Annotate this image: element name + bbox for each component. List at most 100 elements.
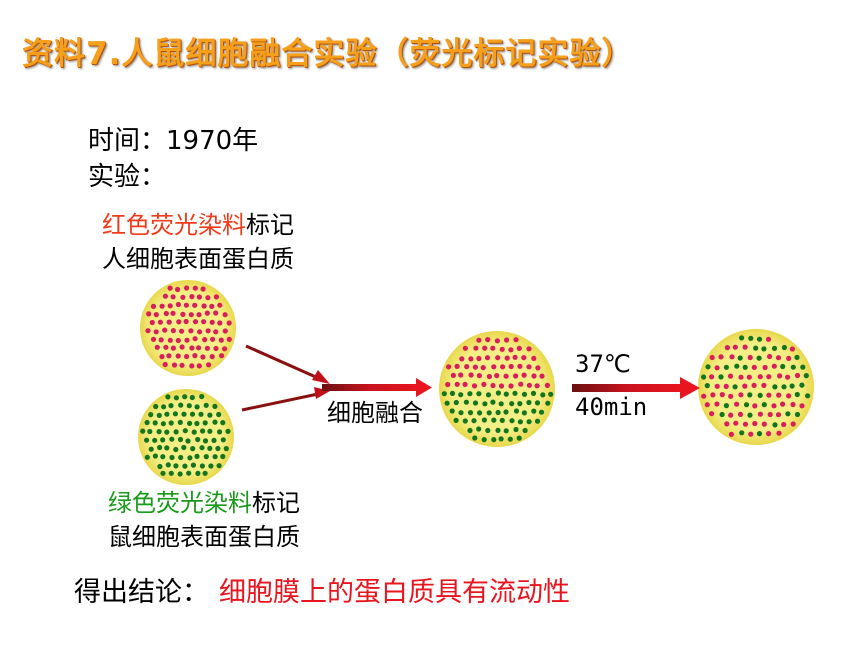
protein-dot [165, 394, 171, 400]
protein-dot [203, 402, 209, 408]
protein-dot [189, 411, 196, 417]
protein-dot [517, 419, 524, 425]
protein-dot [747, 412, 753, 418]
protein-dot [220, 420, 226, 426]
protein-dot [701, 374, 707, 380]
protein-dot [472, 400, 479, 406]
protein-dot [187, 455, 193, 461]
protein-dot [748, 431, 754, 437]
protein-dot [473, 345, 479, 351]
protein-dot [152, 437, 158, 443]
protein-dot [222, 312, 228, 318]
protein-dot [441, 391, 447, 397]
protein-dot [212, 454, 218, 460]
protein-dot [210, 336, 216, 342]
protein-dot [154, 344, 160, 350]
protein-dot [201, 303, 207, 309]
protein-dot [534, 383, 540, 389]
protein-dot [177, 436, 184, 443]
protein-dot [453, 417, 459, 423]
protein-dot [467, 410, 474, 416]
protein-dot [201, 319, 207, 325]
protein-dot [472, 435, 478, 441]
protein-dot [481, 437, 487, 443]
protein-dot [499, 417, 505, 423]
protein-dot [530, 390, 537, 396]
protein-dot [498, 401, 504, 407]
protein-dot [495, 427, 501, 433]
protein-dot [217, 429, 223, 435]
protein-dot [171, 362, 178, 368]
protein-dot [189, 394, 195, 401]
protein-dot [535, 365, 541, 371]
protein-dot [165, 462, 171, 468]
protein-dot [449, 408, 455, 414]
protein-dot [503, 373, 509, 379]
protein-dot [534, 400, 541, 406]
protein-dot [462, 381, 468, 387]
protein-dot [467, 427, 473, 434]
protein-dot [504, 337, 510, 343]
arrow-to-mixed [572, 377, 700, 399]
protein-dot [219, 353, 225, 359]
protein-dot [222, 328, 228, 334]
protein-dot [739, 335, 745, 341]
protein-dot [742, 364, 748, 370]
protein-dot [202, 420, 208, 426]
protein-dot [761, 346, 767, 352]
protein-dot [786, 355, 792, 361]
protein-dot [747, 354, 753, 361]
protein-dot [704, 383, 710, 389]
protein-dot [761, 382, 767, 388]
protein-dot [194, 453, 200, 459]
slide-title: 资料7.人鼠细胞融合实验（荧光标记实验） [22, 36, 634, 72]
protein-dot [168, 420, 174, 426]
arrow-from-mouse [241, 387, 330, 412]
protein-dot [194, 404, 200, 410]
protein-dot [800, 364, 806, 370]
protein-dot [160, 454, 166, 460]
protein-dot [513, 337, 519, 343]
protein-dot [173, 429, 179, 435]
protein-dot [203, 454, 209, 460]
protein-dot [485, 392, 492, 398]
protein-dot [182, 463, 188, 469]
protein-dot [767, 411, 773, 418]
protein-dot [723, 364, 730, 370]
protein-dot [173, 463, 179, 469]
protein-dot [729, 354, 735, 360]
protein-dot [160, 421, 166, 427]
protein-dot [189, 363, 195, 369]
protein-dot [490, 399, 496, 405]
protein-dot [521, 391, 528, 397]
protein-dot [166, 353, 172, 359]
protein-dot [503, 409, 509, 415]
protein-dot [462, 418, 468, 424]
protein-dot [186, 470, 192, 476]
protein-dot [159, 354, 165, 360]
protein-dot [790, 364, 796, 370]
protein-dot [526, 399, 532, 406]
protein-dot [732, 344, 738, 350]
protein-dot [189, 345, 195, 351]
protein-dot [540, 392, 546, 398]
protein-dot [785, 374, 791, 380]
protein-dot [747, 392, 753, 398]
protein-dot [200, 286, 206, 292]
protein-dot [170, 310, 176, 316]
protein-dot [152, 420, 158, 426]
protein-dot [213, 329, 219, 335]
protein-dot [179, 362, 185, 368]
protein-dot [513, 426, 519, 433]
protein-dot [471, 418, 477, 424]
protein-dot [192, 319, 199, 325]
protein-dot [175, 337, 181, 344]
protein-dot [719, 392, 725, 398]
protein-dot [190, 462, 196, 468]
protein-dot [148, 412, 154, 418]
protein-dot [714, 383, 720, 389]
protein-dot [471, 383, 478, 389]
protein-dot [225, 428, 231, 434]
protein-dot [771, 403, 777, 409]
protein-dot [701, 393, 707, 399]
